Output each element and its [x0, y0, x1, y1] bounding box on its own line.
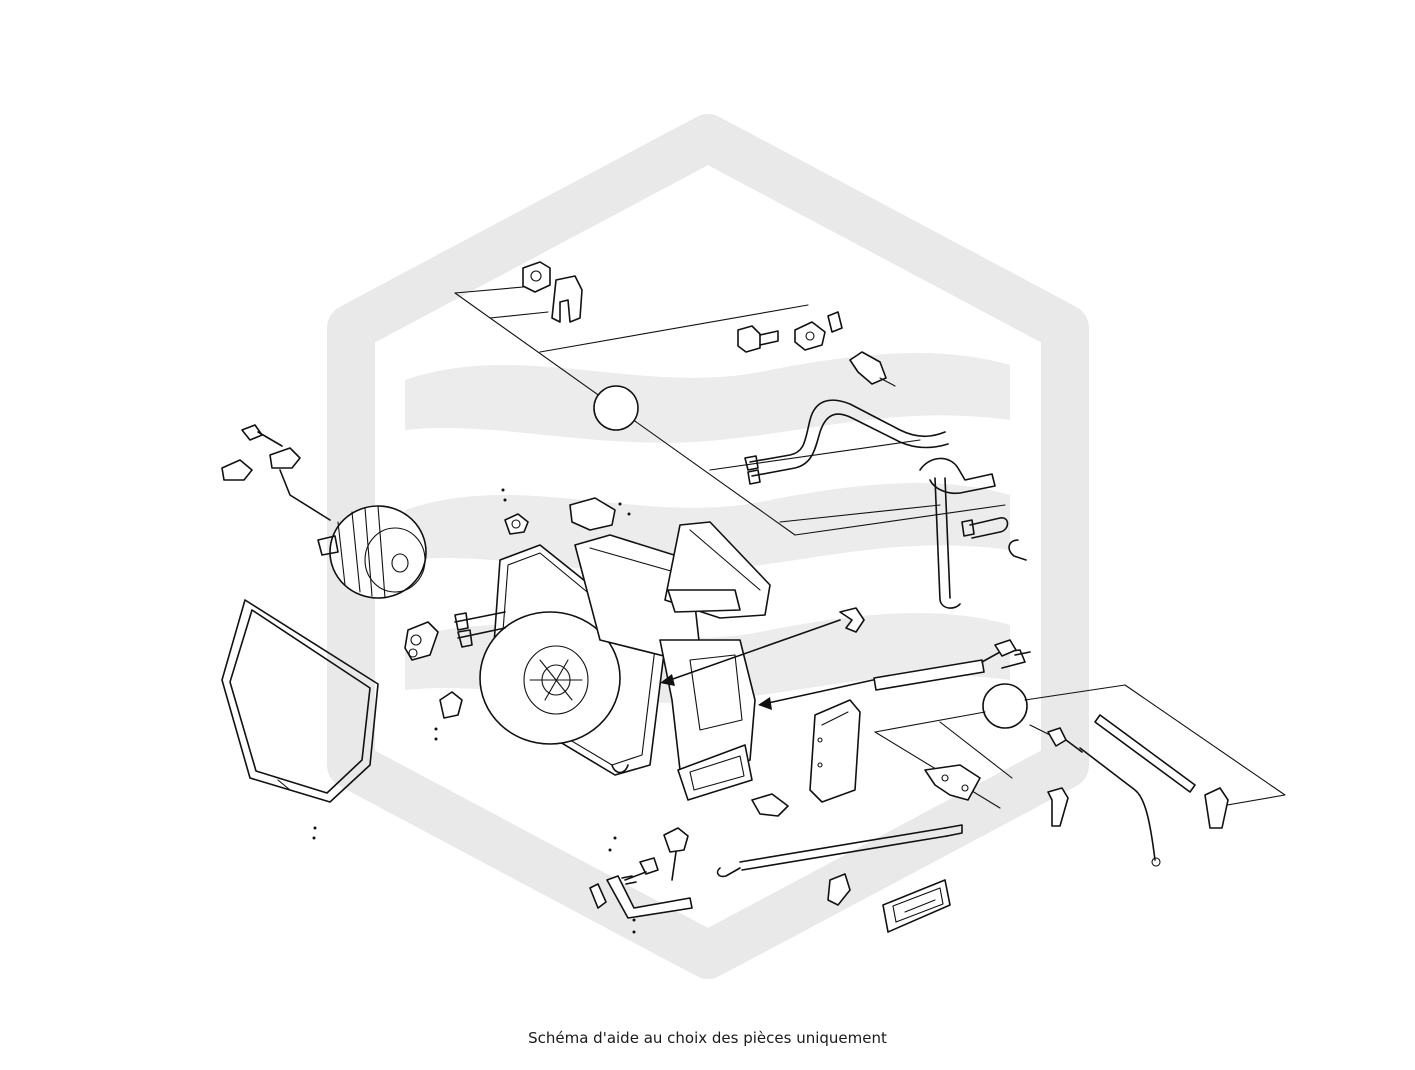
grommet-icon-4: [439, 691, 463, 719]
cable-clip-icon: [827, 873, 851, 906]
blower-motor: [221, 424, 427, 599]
control-rod: [873, 659, 985, 691]
bolt-icon: [737, 325, 761, 353]
bottom-fasteners: [589, 793, 963, 933]
pin-icon: [1047, 787, 1069, 827]
lower-right-group: [873, 639, 1286, 867]
clip-icon: [551, 275, 583, 323]
duct-outlet: [677, 744, 753, 801]
flap-plate: [809, 699, 861, 803]
blower-scroll: [479, 611, 621, 745]
plate-icon: [794, 321, 826, 351]
clip-icon-3: [751, 793, 789, 817]
pin-icon-2: [1204, 787, 1229, 829]
seal-gasket: [221, 599, 379, 803]
grommet-icon-2: [221, 459, 253, 481]
clip-icon-2: [839, 607, 865, 633]
screw-head-icon: [639, 857, 659, 875]
grommet-icon-3: [404, 621, 439, 661]
small-clip-icon: [827, 311, 843, 333]
heater-pipes: [744, 399, 1027, 609]
clip-icon-4: [589, 883, 607, 909]
hook-bracket-icon: [849, 351, 887, 385]
nut-icon: [504, 513, 529, 535]
diagram-caption: Schéma d'aide au choix des pièces unique…: [528, 1029, 887, 1047]
upper-bracket-group: [454, 261, 1006, 536]
vent-grille: [882, 879, 951, 933]
bracket-icon: [569, 497, 616, 531]
grommet-icon: [269, 447, 301, 469]
bolt-head-icon: [663, 827, 689, 853]
link-rod: [1094, 714, 1196, 793]
callout-circle-upper: [593, 385, 639, 431]
lever-plate: [924, 764, 981, 801]
small-grommets: [404, 621, 463, 719]
bracket-strip: [606, 875, 693, 919]
callout-circle-lower: [982, 683, 1028, 729]
hex-nut-icon: [522, 261, 551, 293]
reference-dots: [312, 488, 636, 934]
pointer-arrows: [660, 607, 874, 710]
